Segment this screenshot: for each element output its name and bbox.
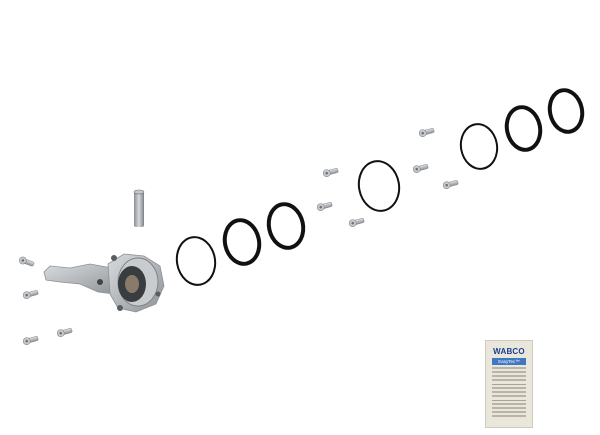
thick-ring-1 [218,214,266,270]
screw-icon [21,288,40,300]
screw-icon [17,255,36,269]
thin-o-ring-3 [456,120,502,173]
thin-o-ring-2 [353,156,405,216]
thick-ring-2 [262,198,310,254]
screw-icon [315,200,334,212]
screw-icon [347,216,366,228]
screw-icon [417,126,436,138]
screw-icon [411,162,430,174]
screw-icon [21,334,40,346]
pin-part [133,189,145,227]
screw-icon [441,178,460,190]
thin-o-ring-1 [171,232,221,290]
thick-ring-4 [543,84,589,138]
housing-bracket-part [43,253,165,313]
screw-icon [321,166,340,178]
thick-ring-3 [500,101,547,156]
sachet-brand: WABCO [493,347,525,356]
grease-sachet: WABCO EasyTec™ [485,340,533,428]
screw-icon [55,326,74,338]
sachet-product: EasyTec™ [492,358,526,365]
